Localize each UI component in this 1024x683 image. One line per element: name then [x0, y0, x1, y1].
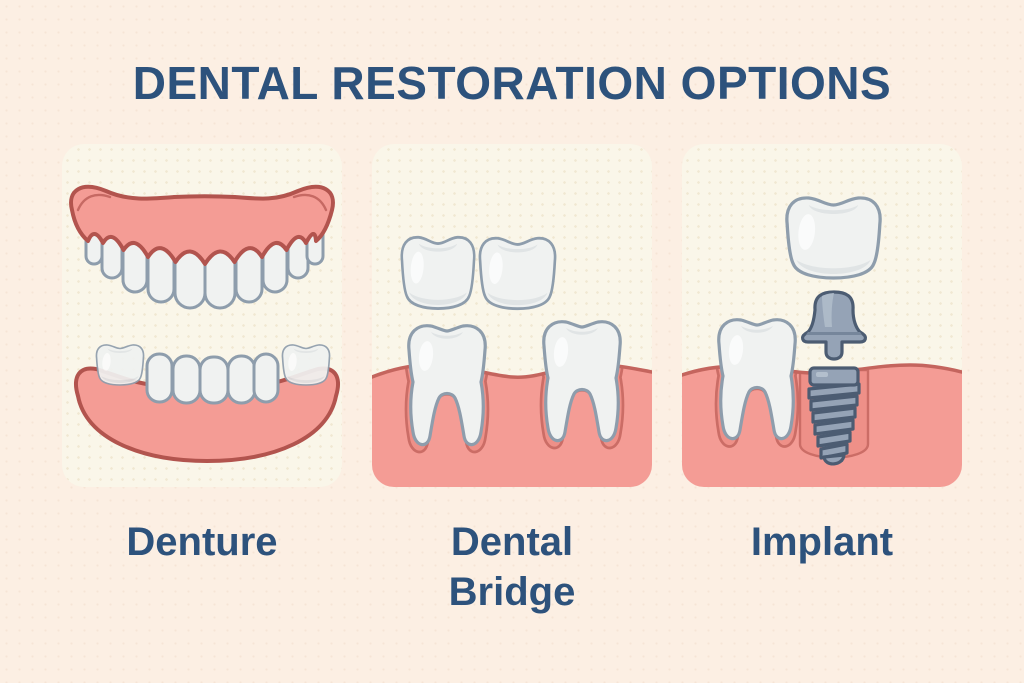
dental-bridge-icon [372, 144, 652, 487]
denture-label: Denture [126, 520, 278, 564]
upper-denture-gum [69, 185, 335, 266]
panel-implant: Implant [682, 144, 962, 617]
lower-denture-teeth [96, 345, 329, 405]
denture-card [62, 144, 342, 487]
dental-bridge-label: Dental Bridge [448, 520, 576, 614]
panel-dental-bridge: Dental Bridge [372, 144, 652, 617]
implant-abutment [801, 290, 867, 361]
dental-bridge-card [372, 144, 652, 487]
cards-row: Denture [62, 144, 962, 617]
bridge-crowns [402, 237, 555, 308]
page-title: DENTAL RESTORATION OPTIONS [132, 57, 892, 109]
implant-label: Implant [750, 520, 894, 564]
panel-denture: Denture [62, 144, 342, 617]
denture-icon [69, 185, 340, 463]
implant-screw [807, 366, 861, 466]
implant-card [682, 144, 962, 487]
implant-crown [787, 198, 880, 278]
implant-icon [682, 144, 962, 487]
